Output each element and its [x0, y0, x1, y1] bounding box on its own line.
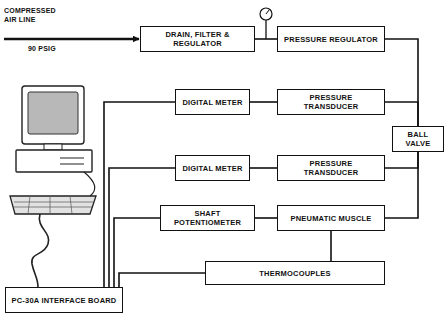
- box-label: BALL VALVE: [397, 130, 439, 148]
- drive-slot: [60, 164, 84, 165]
- connector: [250, 101, 277, 103]
- connector: [114, 218, 160, 287]
- monitor-stand: [44, 144, 62, 150]
- gauge-dial: [260, 8, 272, 20]
- box-label: DRAIN, FILTER & REGULATOR: [145, 30, 250, 48]
- monitor-body: [22, 86, 84, 144]
- system-unit: [16, 150, 92, 172]
- box-label: SHAFT POTENTIOMETER: [165, 209, 250, 227]
- box-label: DIGITAL METER: [182, 164, 242, 173]
- process-box: THERMOCOUPLES: [205, 261, 385, 285]
- process-box: SHAFT POTENTIOMETER: [160, 205, 255, 231]
- connector: [385, 152, 418, 168]
- keyboard-cord: [84, 172, 95, 196]
- process-box: PRESSURE TRANSDUCER: [277, 155, 385, 181]
- keyboard: [10, 196, 96, 214]
- process-box: PRESSURE REGULATOR: [277, 26, 385, 52]
- air-line-arrow: [4, 38, 139, 40]
- process-box: BALL VALVE: [392, 126, 444, 152]
- connector: [255, 217, 277, 219]
- box-label: PRESSURE REGULATOR: [284, 35, 378, 44]
- box-label: DIGITAL METER: [182, 98, 242, 107]
- process-box: DRAIN, FILTER & REGULATOR: [140, 26, 255, 52]
- box-label: PNEUMATIC MUSCLE: [291, 214, 372, 223]
- process-box: DIGITAL METER: [175, 155, 250, 181]
- interface-cable: [32, 214, 49, 287]
- process-box: PRESSURE TRANSDUCER: [277, 89, 385, 115]
- gauge-stem: [265, 20, 266, 39]
- drive-slot: [60, 158, 84, 159]
- connector: [104, 102, 175, 287]
- monitor-screen: [28, 92, 78, 134]
- box-label: THERMOCOUPLES: [259, 269, 330, 278]
- box-label: PRESSURE TRANSDUCER: [282, 159, 380, 177]
- connector: [255, 38, 277, 40]
- connector: [250, 167, 277, 169]
- process-box: DIGITAL METER: [175, 89, 250, 115]
- annotation-label: COMPRESSED AIR LINE: [4, 7, 68, 25]
- connector: [385, 152, 418, 218]
- computer-illustration: [10, 86, 96, 287]
- process-box: PC-30A INTERFACE BOARD: [5, 287, 123, 313]
- connector: [385, 102, 418, 126]
- gauge-needle: [266, 10, 269, 14]
- annotation-label: 90 PSIG: [28, 45, 78, 54]
- box-label: PC-30A INTERFACE BOARD: [12, 296, 117, 305]
- pressure-gauge: [260, 8, 272, 39]
- keyboard-keys: [13, 196, 93, 214]
- box-label: PRESSURE TRANSDUCER: [282, 93, 380, 111]
- connector: [385, 39, 418, 126]
- connector: [330, 231, 332, 261]
- process-box: PNEUMATIC MUSCLE: [277, 205, 385, 231]
- connector: [119, 273, 205, 287]
